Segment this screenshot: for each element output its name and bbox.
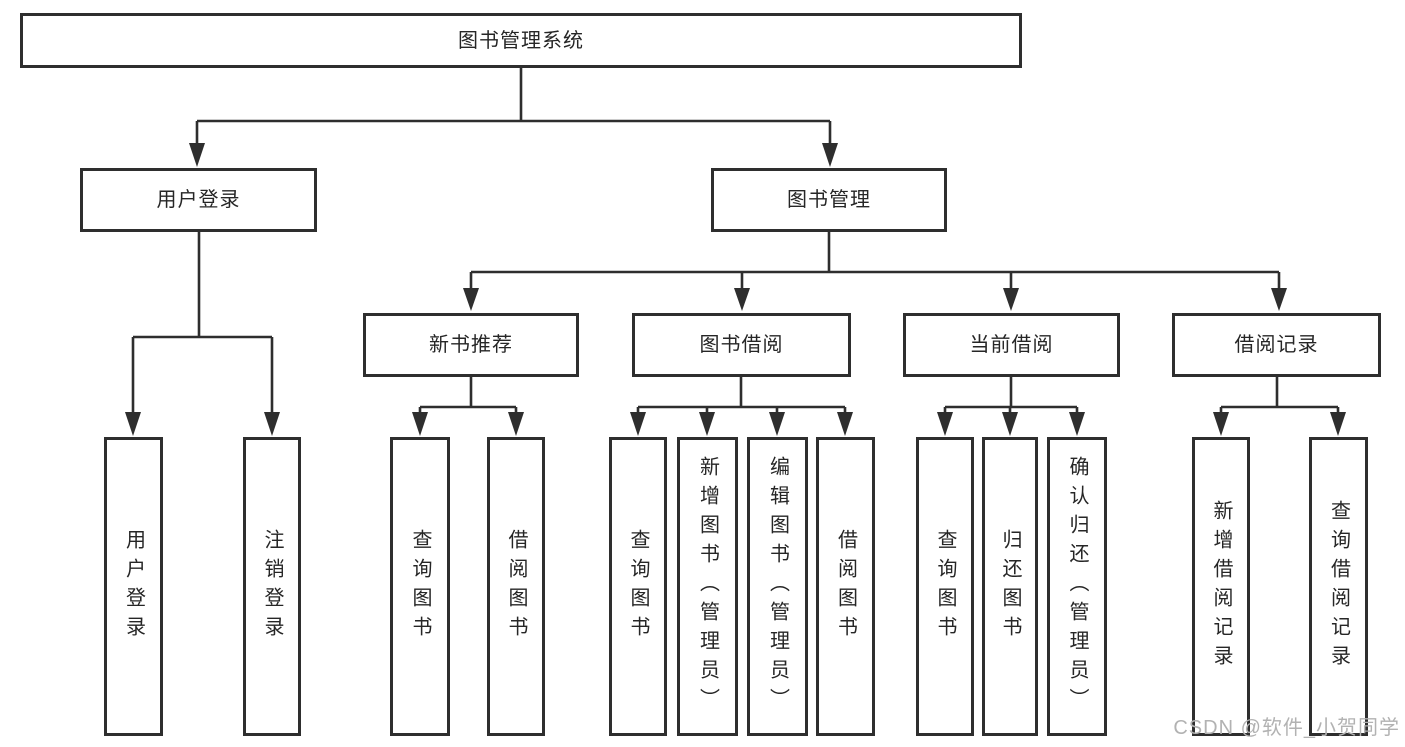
leaf-current-query-book: 查询图书	[916, 437, 974, 736]
watermark: CSDN @软件_小贺同学	[1173, 717, 1400, 739]
leaf-query-borrow-record: 查询借阅记录	[1309, 437, 1368, 736]
node-current-borrow: 当前借阅	[903, 313, 1120, 377]
node-book-borrow: 图书借阅	[632, 313, 851, 377]
leaf-return-book: 归还图书	[982, 437, 1038, 736]
leaf-add-book-admin: 新增图书（管理员）	[677, 437, 738, 736]
leaf-edit-book-admin: 编辑图书（管理员）	[747, 437, 808, 736]
node-book-management: 图书管理	[711, 168, 947, 232]
leaf-recommend-borrow-book: 借阅图书	[487, 437, 545, 736]
node-borrow-record: 借阅记录	[1172, 313, 1381, 377]
leaf-logout: 注销登录	[243, 437, 301, 736]
leaf-recommend-query-book: 查询图书	[390, 437, 450, 736]
leaf-user-login: 用户登录	[104, 437, 163, 736]
node-new-book-recommend: 新书推荐	[363, 313, 579, 377]
leaf-confirm-return-admin: 确认归还（管理员）	[1047, 437, 1107, 736]
leaf-add-borrow-record: 新增借阅记录	[1192, 437, 1250, 736]
leaf-borrow-query-book: 查询图书	[609, 437, 667, 736]
leaf-borrow-borrow-book: 借阅图书	[816, 437, 875, 736]
node-root: 图书管理系统	[20, 13, 1022, 68]
node-user-login: 用户登录	[80, 168, 317, 232]
